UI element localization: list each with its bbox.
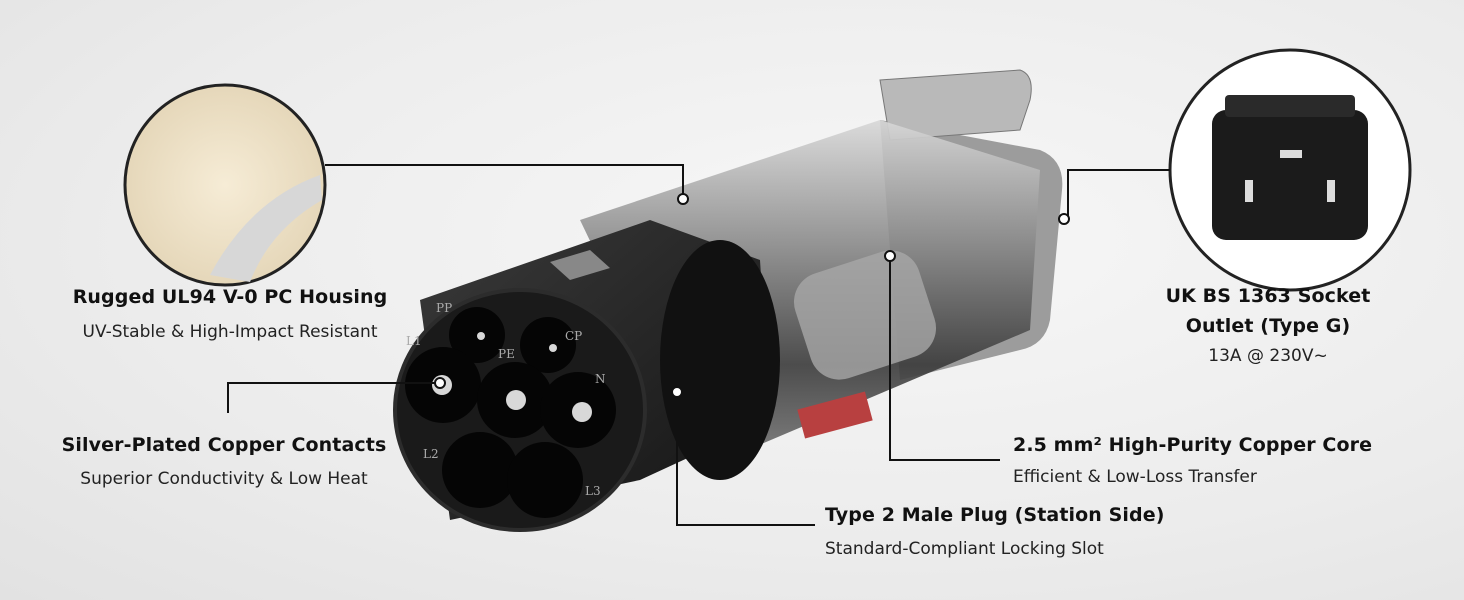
housing-subtitle: UV-Stable & High-Impact Resistant (82, 322, 378, 342)
type2-title: Type 2 Male Plug (Station Side) (825, 504, 1165, 526)
grip (793, 250, 937, 380)
pcb (797, 391, 873, 439)
copper-title: 2.5 mm² High-Purity Copper Core (1013, 434, 1373, 456)
pin-label-l2: L2 (423, 447, 439, 461)
socket-zoom-circle (1168, 48, 1412, 292)
pin-label-pp: PP (436, 301, 452, 315)
contacts-subtitle: Superior Conductivity & Low Heat (80, 469, 368, 489)
pin-label-n: N (595, 372, 606, 386)
plug-collar (660, 240, 780, 480)
pin-label-l3: L3 (585, 484, 601, 498)
housing-zoom-circle (123, 83, 327, 287)
pin-label-cp: CP (565, 329, 582, 343)
housing-title: Rugged UL94 V-0 PC Housing (72, 286, 388, 308)
type2-subtitle: Standard-Compliant Locking Slot (825, 539, 1104, 559)
callout-dots (434, 193, 1070, 398)
copper-subtitle: Efficient & Low-Loss Transfer (1013, 467, 1257, 487)
contacts-title: Silver-Plated Copper Contacts (61, 434, 387, 456)
pin-labels: PP CP PE L1 N L2 L3 (406, 301, 606, 498)
pin-label-pe: PE (498, 347, 515, 361)
socket-title-line1: UK BS 1363 Socket (1165, 285, 1371, 307)
socket-title-line2: Outlet (Type G) (1185, 315, 1351, 337)
socket-subtitle: 13A @ 230V~ (1208, 346, 1328, 366)
pin-label-l1: L1 (406, 334, 422, 348)
logo-plate (550, 250, 610, 280)
callout-lines (227, 164, 1170, 526)
